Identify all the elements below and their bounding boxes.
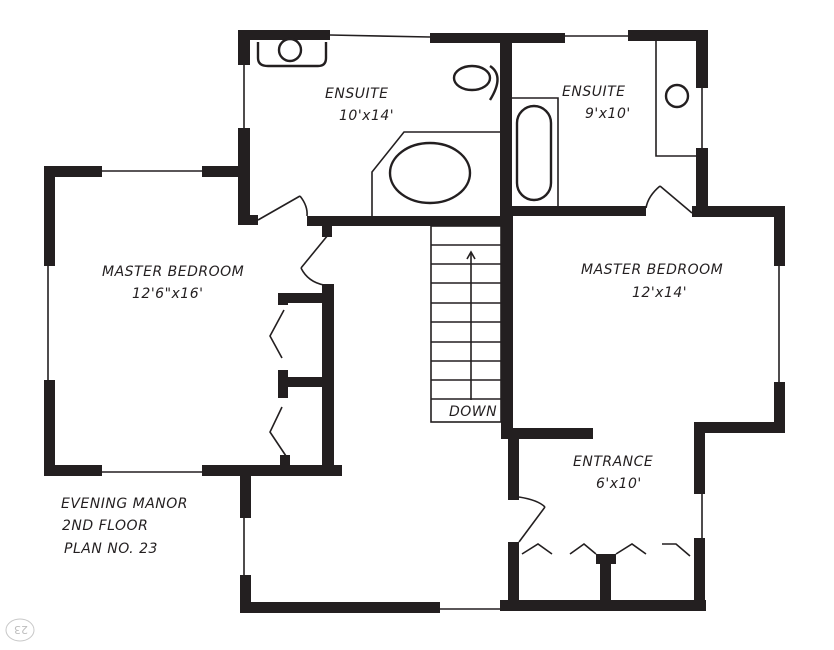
master-bedroom-left-dimensions: 12'6"x16' <box>132 286 203 302</box>
master-bedroom-right-name: MASTER BEDROOM <box>581 262 723 278</box>
entrance-walls <box>500 422 706 611</box>
ensuite-right-fixtures <box>512 40 700 214</box>
page-stamp-number: 23 <box>14 623 28 636</box>
entrance-name: ENTRANCE <box>573 454 653 470</box>
ensuite-right-dimensions: 9'x10' <box>585 106 631 122</box>
ensuite-right-walls <box>500 30 708 220</box>
master-bedroom-right-dimensions: 12'x14' <box>632 285 687 301</box>
master-bedroom-left-walls <box>44 166 342 476</box>
master-bedroom-left-doors <box>269 234 329 457</box>
stairs-down-label: DOWN <box>449 404 497 420</box>
ensuite-left-name: ENSUITE <box>325 86 388 102</box>
ensuite-right-name: ENSUITE <box>562 84 625 100</box>
stairs <box>430 225 502 423</box>
title-line-2: 2ND FLOOR <box>62 518 148 534</box>
master-bedroom-right-walls <box>692 206 785 433</box>
master-bedroom-left-name: MASTER BEDROOM <box>102 264 244 280</box>
ensuite-left-dimensions: 10'x14' <box>339 108 394 124</box>
ensuite-left-fixtures <box>256 37 500 221</box>
entrance-doors <box>518 496 691 557</box>
page-stamp-circle <box>5 618 35 642</box>
center-wall <box>501 206 593 439</box>
title-line-3: PLAN NO. 23 <box>64 541 158 557</box>
entrance-dimensions: 6'x10' <box>596 476 642 492</box>
ensuite-left-walls <box>230 30 510 226</box>
hall-walls <box>240 476 500 613</box>
title-line-1: EVENING MANOR <box>61 496 188 512</box>
